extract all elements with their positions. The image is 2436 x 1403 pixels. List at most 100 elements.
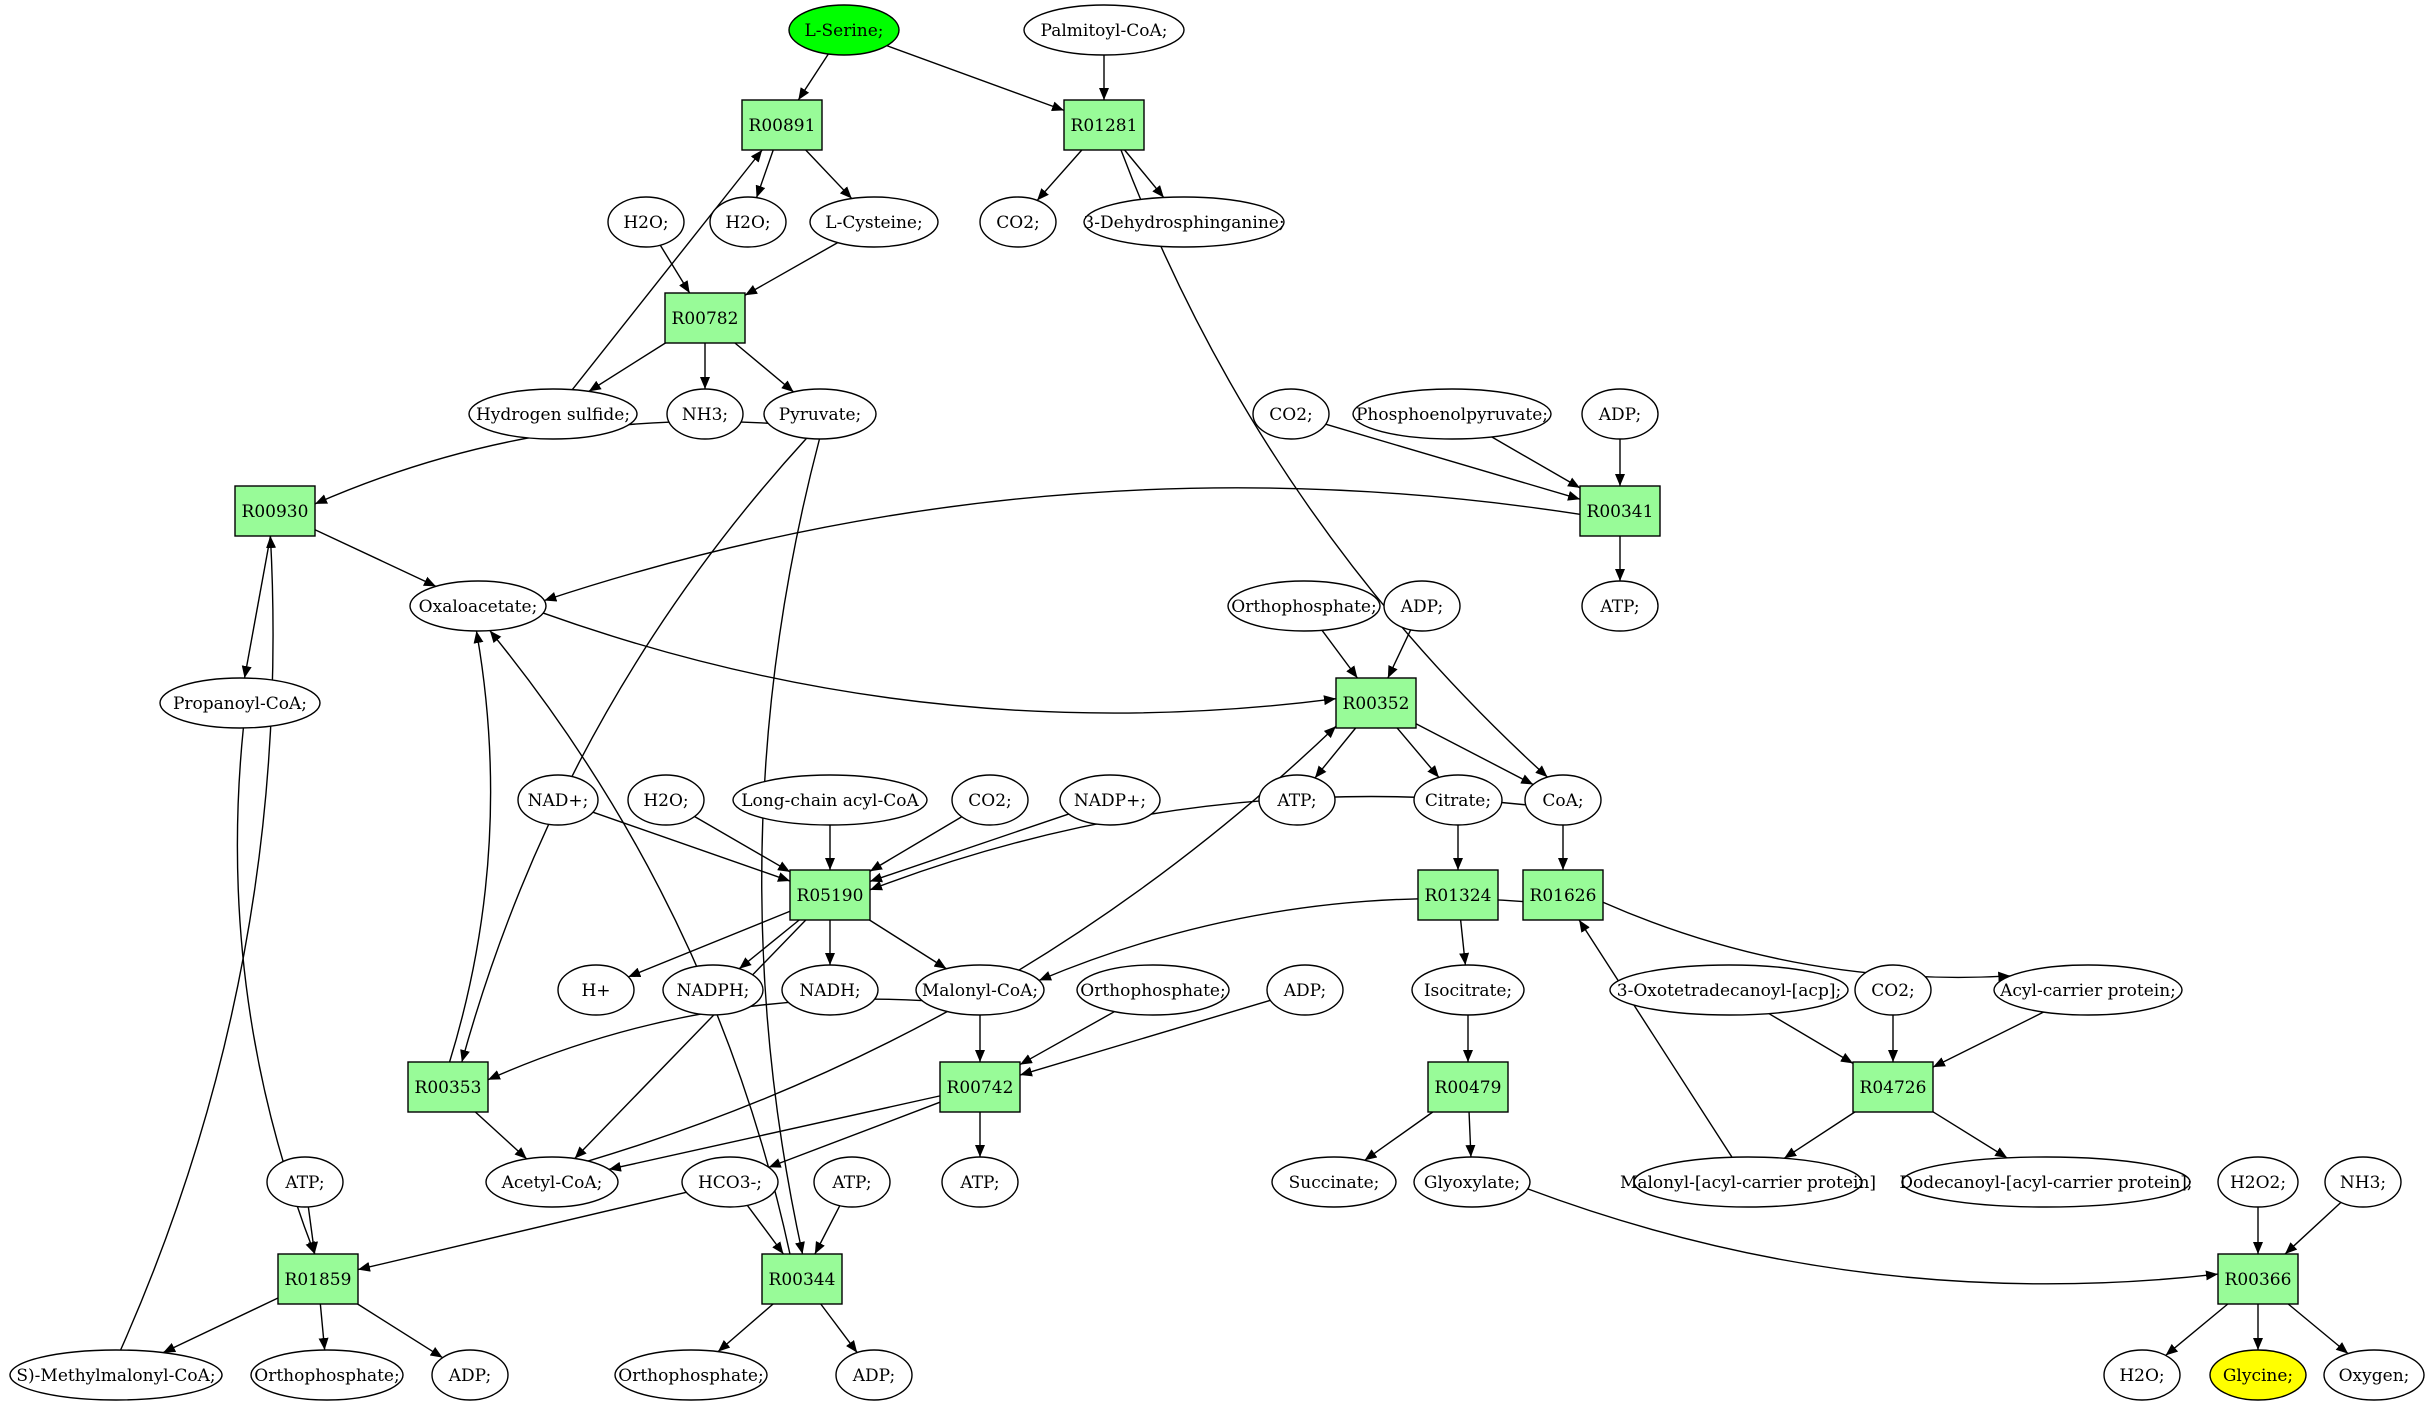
node-label: ATP; — [1276, 791, 1316, 811]
compound-node-lcacylcoa[interactable]: Long-chain acyl-CoA — [732, 774, 928, 826]
compound-ellipse — [709, 196, 787, 248]
node-label: CO2; — [1871, 981, 1915, 1001]
reaction-box — [1427, 1061, 1509, 1113]
reaction-node-r00479[interactable]: R00479 — [1427, 1061, 1509, 1113]
reaction-node-r00930[interactable]: R00930 — [234, 485, 316, 537]
compound-node-h2o_a[interactable]: H2O; — [607, 196, 685, 248]
compound-node-h2o_c[interactable]: H2O; — [627, 774, 705, 826]
compound-node-oxotetradecanoyl[interactable]: 3-Oxotetradecanoyl-[acp]; — [1609, 964, 1849, 1016]
node-label: Orthophosphate; — [1231, 597, 1376, 617]
reaction-node-r00742[interactable]: R00742 — [939, 1061, 1021, 1113]
reaction-node-r04726[interactable]: R04726 — [1852, 1061, 1934, 1113]
compound-node-co2_a[interactable]: CO2; — [979, 196, 1057, 248]
compound-ellipse — [1252, 388, 1330, 440]
edge-atp_c-to-r00344 — [814, 1205, 841, 1255]
edge-oxaloacetate-to-r00352 — [543, 612, 1337, 714]
compound-node-lcysteine[interactable]: L-Cysteine; — [809, 196, 939, 248]
compound-node-co2_c[interactable]: CO2; — [951, 774, 1029, 826]
compound-node-hplus[interactable]: H+ — [557, 964, 635, 1016]
reaction-node-r01281[interactable]: R01281 — [1063, 99, 1145, 151]
compound-node-nadph[interactable]: NADPH; — [662, 964, 764, 1016]
reaction-node-r01626[interactable]: R01626 — [1522, 869, 1604, 921]
compound-node-coa[interactable]: CoA; — [1524, 774, 1602, 826]
compound-node-nh3_b[interactable]: NH3; — [2324, 1156, 2402, 1208]
compound-node-nadh[interactable]: NADH; — [781, 964, 879, 1016]
compound-node-malonylacp[interactable]: Malonyl-[acyl-carrier protein] — [1620, 1156, 1876, 1208]
compound-node-glyoxylate[interactable]: Glyoxylate; — [1413, 1156, 1531, 1208]
edge-r04726-to-dodecanoylacp — [1932, 1111, 2008, 1159]
compound-node-acp[interactable]: Acyl-carrier protein; — [1993, 964, 2183, 1016]
compound-node-succinate[interactable]: Succinate; — [1271, 1156, 1397, 1208]
compound-node-atp_a[interactable]: ATP; — [1581, 580, 1659, 632]
compound-node-nadpplus[interactable]: NADP+; — [1059, 774, 1161, 826]
compound-ellipse — [662, 964, 764, 1016]
compound-node-dehydrosphinganine[interactable]: 3-Dehydrosphinganine; — [1083, 196, 1285, 248]
node-label: R00341 — [1587, 502, 1654, 522]
compound-node-adp_e[interactable]: ADP; — [835, 1349, 913, 1401]
compound-node-h2s[interactable]: Hydrogen sulfide; — [468, 388, 638, 440]
node-label: H2O; — [2119, 1366, 2164, 1386]
compound-ellipse — [2323, 1349, 2425, 1401]
reaction-node-r05190[interactable]: R05190 — [789, 869, 871, 921]
compound-node-co2_b[interactable]: CO2; — [1252, 388, 1330, 440]
reaction-node-r01859[interactable]: R01859 — [277, 1253, 359, 1305]
compound-node-orthophosphate_c[interactable]: Orthophosphate; — [250, 1349, 404, 1401]
edge-r00344-to-adp_e — [820, 1303, 858, 1353]
edge-r00352-to-coa — [1415, 723, 1534, 786]
compound-node-dodecanoylacp[interactable]: Dodecanoyl-[acyl-carrier protein]; — [1899, 1156, 2193, 1208]
compound-node-orthophosphate_d[interactable]: Orthophosphate; — [614, 1349, 768, 1401]
compound-node-pep[interactable]: Phosphoenolpyruvate; — [1352, 388, 1552, 440]
compound-node-atp_e[interactable]: ATP; — [266, 1156, 344, 1208]
compound-ellipse — [1581, 388, 1659, 440]
compound-node-malonylcoa[interactable]: Malonyl-CoA; — [915, 964, 1045, 1016]
compound-node-propanoylcoa[interactable]: Propanoyl-CoA; — [159, 677, 321, 729]
compound-node-h2o_b[interactable]: H2O; — [709, 196, 787, 248]
compound-node-orthophosphate_b[interactable]: Orthophosphate; — [1076, 964, 1230, 1016]
compound-node-co2_d[interactable]: CO2; — [1854, 964, 1932, 1016]
compound-node-pyruvate[interactable]: Pyruvate; — [763, 388, 877, 440]
compound-node-oxaloacetate[interactable]: Oxaloacetate; — [409, 580, 547, 632]
edge-r00930-to-oxaloacetate — [314, 529, 437, 587]
compound-node-atp_b[interactable]: ATP; — [1258, 774, 1336, 826]
compound-node-adp_d[interactable]: ADP; — [431, 1349, 509, 1401]
compound-node-smethylmalonylcoa[interactable]: S)-Methylmalonyl-CoA; — [9, 1349, 223, 1401]
compound-node-adp_c[interactable]: ADP; — [1266, 964, 1344, 1016]
compound-node-oxygen[interactable]: Oxygen; — [2323, 1349, 2425, 1401]
compound-node-h2o_d[interactable]: H2O; — [2103, 1349, 2181, 1401]
compound-node-citrate[interactable]: Citrate; — [1413, 774, 1503, 826]
reaction-node-r00366[interactable]: R00366 — [2217, 1253, 2299, 1305]
compound-node-palmitoylcoa[interactable]: Palmitoyl-CoA; — [1023, 4, 1185, 56]
reaction-node-r00344[interactable]: R00344 — [761, 1253, 843, 1305]
compound-ellipse — [1023, 4, 1185, 56]
reaction-box — [1063, 99, 1145, 151]
compound-node-adp_b[interactable]: ADP; — [1383, 580, 1461, 632]
compound-ellipse — [1411, 964, 1525, 1016]
reaction-node-r00341[interactable]: R00341 — [1579, 485, 1661, 537]
compound-node-h2o2[interactable]: H2O2; — [2217, 1156, 2299, 1208]
compound-node-lserine[interactable]: L-Serine; — [788, 4, 900, 56]
edge-r05190-to-malonylcoa — [869, 919, 947, 970]
compound-node-orthophosphate_a[interactable]: Orthophosphate; — [1227, 580, 1381, 632]
edge-lserine-to-r00891 — [797, 53, 829, 101]
edge-r00366-to-oxygen — [2287, 1303, 2349, 1355]
compound-node-acetylcoa[interactable]: Acetyl-CoA; — [485, 1156, 619, 1208]
compound-node-atp_c[interactable]: ATP; — [813, 1156, 891, 1208]
node-label: 3-Dehydrosphinganine; — [1083, 213, 1284, 233]
reaction-node-r00891[interactable]: R00891 — [741, 99, 823, 151]
compound-node-atp_d[interactable]: ATP; — [941, 1156, 1019, 1208]
compound-node-glycine[interactable]: Glycine; — [2209, 1349, 2307, 1401]
edge-r05190-to-nadph — [738, 919, 800, 970]
reaction-node-r00352[interactable]: R00352 — [1335, 677, 1417, 729]
compound-node-hco3[interactable]: HCO3-; — [681, 1156, 779, 1208]
edge-r01281-to-dehydrosphinganine — [1124, 149, 1165, 198]
reaction-node-r01324[interactable]: R01324 — [1417, 869, 1499, 921]
compound-node-nh3_a[interactable]: NH3; — [666, 388, 744, 440]
reaction-box — [939, 1061, 1021, 1113]
reaction-node-r00353[interactable]: R00353 — [407, 1061, 489, 1113]
compound-node-nadplus[interactable]: NAD+; — [517, 774, 599, 826]
compound-node-adp_a[interactable]: ADP; — [1581, 388, 1659, 440]
compound-node-isocitrate[interactable]: Isocitrate; — [1411, 964, 1525, 1016]
compound-ellipse — [1993, 964, 2183, 1016]
reaction-node-r00782[interactable]: R00782 — [664, 292, 746, 344]
